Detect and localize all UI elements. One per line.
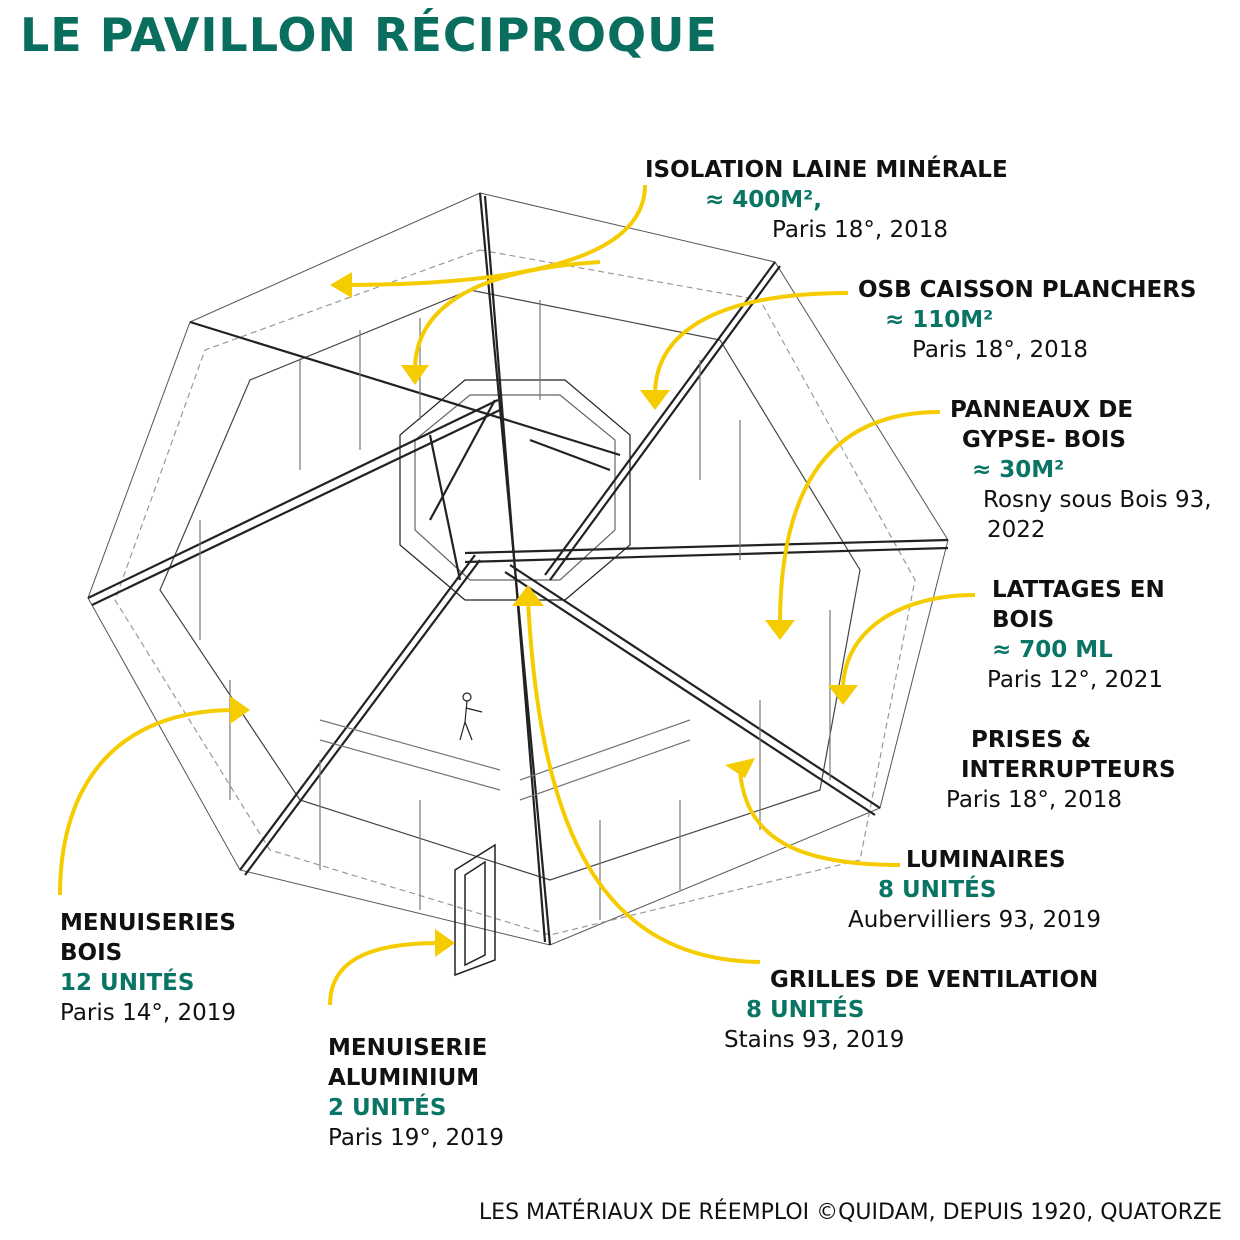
arrow-heads: [230, 272, 858, 957]
arrow-osb: [653, 291, 849, 396]
label-quantity: ≈ 110M²: [885, 307, 994, 333]
label-heading: LUMINAIRES: [906, 847, 1066, 873]
arrow-luminaires: [738, 769, 901, 867]
label-heading: ALUMINIUM: [328, 1065, 480, 1091]
label-isolation: ISOLATION LAINE MINÉRALE ≈ 400M², Paris …: [645, 155, 1008, 245]
arrow-isolation-1: [339, 184, 647, 287]
label-heading: MENUISERIE: [328, 1035, 488, 1061]
label-quantity: ≈ 400M²,: [705, 187, 822, 213]
yellow-arrows: [58, 184, 976, 1006]
wall-ring: [159, 289, 861, 881]
label-heading: LATTAGES EN: [992, 577, 1165, 603]
label-heading: OSB CAISSON PLANCHERS: [858, 277, 1197, 303]
label-quantity: 8 UNITÉS: [878, 877, 997, 903]
label-heading: INTERRUPTEURS: [961, 757, 1176, 783]
arrow-gypse: [778, 410, 941, 626]
label-source: Paris 18°, 2018: [772, 217, 948, 243]
label-source: Stains 93, 2019: [724, 1027, 905, 1053]
label-source: Paris 19°, 2019: [328, 1125, 504, 1151]
label-osb: OSB CAISSON PLANCHERS ≈ 110M² Paris 18°,…: [858, 275, 1196, 365]
arrowhead-icon: [725, 758, 755, 778]
label-source: Paris 14°, 2019: [60, 1000, 236, 1026]
label-heading: BOIS: [60, 940, 123, 966]
label-heading: GYPSE- BOIS: [962, 427, 1126, 453]
arrowhead-icon: [765, 620, 795, 640]
label-source: Aubervilliers 93, 2019: [848, 907, 1102, 933]
label-heading: MENUISERIES: [60, 910, 236, 936]
arrow-isolation-2: [413, 260, 601, 371]
arrow-menuiseries-bois: [58, 708, 236, 896]
arrowhead-icon: [512, 585, 544, 606]
label-menuiserie-alu: MENUISERIE ALUMINIUM 2 UNITÉS Paris 19°,…: [328, 1033, 504, 1153]
label-quantity: 12 UNITÉS: [60, 970, 195, 996]
wall-studs: [199, 300, 831, 920]
arrowhead-icon: [640, 390, 670, 410]
label-source: Paris 18°, 2018: [912, 337, 1088, 363]
arrowhead-icon: [828, 685, 858, 705]
label-source: Rosny sous Bois 93,: [983, 487, 1212, 513]
label-quantity: 2 UNITÉS: [328, 1095, 447, 1121]
arrowhead-icon: [230, 696, 250, 724]
label-heading: GRILLES DE VENTILATION: [770, 967, 1099, 993]
arrow-lattages: [841, 593, 976, 691]
roof-beams: [87, 192, 949, 946]
label-heading: PRISES &: [971, 727, 1092, 753]
arrow-menuiserie-alu: [328, 941, 441, 1006]
human-figure: [459, 692, 483, 741]
label-quantity: 8 UNITÉS: [746, 997, 865, 1023]
arrow-grilles: [526, 599, 761, 964]
credit-line: LES MATÉRIAUX DE RÉEMPLOI ©QUIDAM, DEPUI…: [478, 1200, 1222, 1225]
label-source: Paris 18°, 2018: [946, 787, 1122, 813]
arrowhead-icon: [401, 365, 429, 385]
label-quantity: ≈ 30M²: [972, 457, 1065, 483]
label-menuiseries-bois: MENUISERIES BOIS 12 UNITÉS Paris 14°, 20…: [60, 908, 236, 1028]
label-lattages: LATTAGES EN BOIS ≈ 700 ML Paris 12°, 202…: [987, 575, 1165, 695]
label-quantity: ≈ 700 ML: [992, 637, 1113, 663]
label-luminaires: LUMINAIRES 8 UNITÉS Aubervilliers 93, 20…: [848, 845, 1101, 935]
label-gypse: PANNEAUX DE GYPSE- BOIS ≈ 30M² Rosny sou…: [950, 395, 1212, 545]
page-title: LE PAVILLON RÉCIPROQUE: [20, 8, 718, 62]
label-source: Paris 12°, 2021: [987, 667, 1163, 693]
pavilion-structure: [87, 192, 949, 977]
aluminium-door: [454, 843, 496, 977]
label-heading: PANNEAUX DE: [950, 397, 1134, 423]
label-heading: ISOLATION LAINE MINÉRALE: [645, 157, 1008, 183]
arrowhead-icon: [435, 929, 455, 957]
label-heading: BOIS: [992, 607, 1055, 633]
arrowhead-icon: [330, 272, 352, 298]
label-source: 2022: [987, 517, 1046, 543]
inner-lantern-top: [414, 394, 616, 581]
floor-outline: [114, 249, 916, 936]
label-prises: PRISES & INTERRUPTEURS Paris 18°, 2018: [946, 725, 1176, 815]
label-grilles: GRILLES DE VENTILATION 8 UNITÉS Stains 9…: [724, 965, 1098, 1055]
